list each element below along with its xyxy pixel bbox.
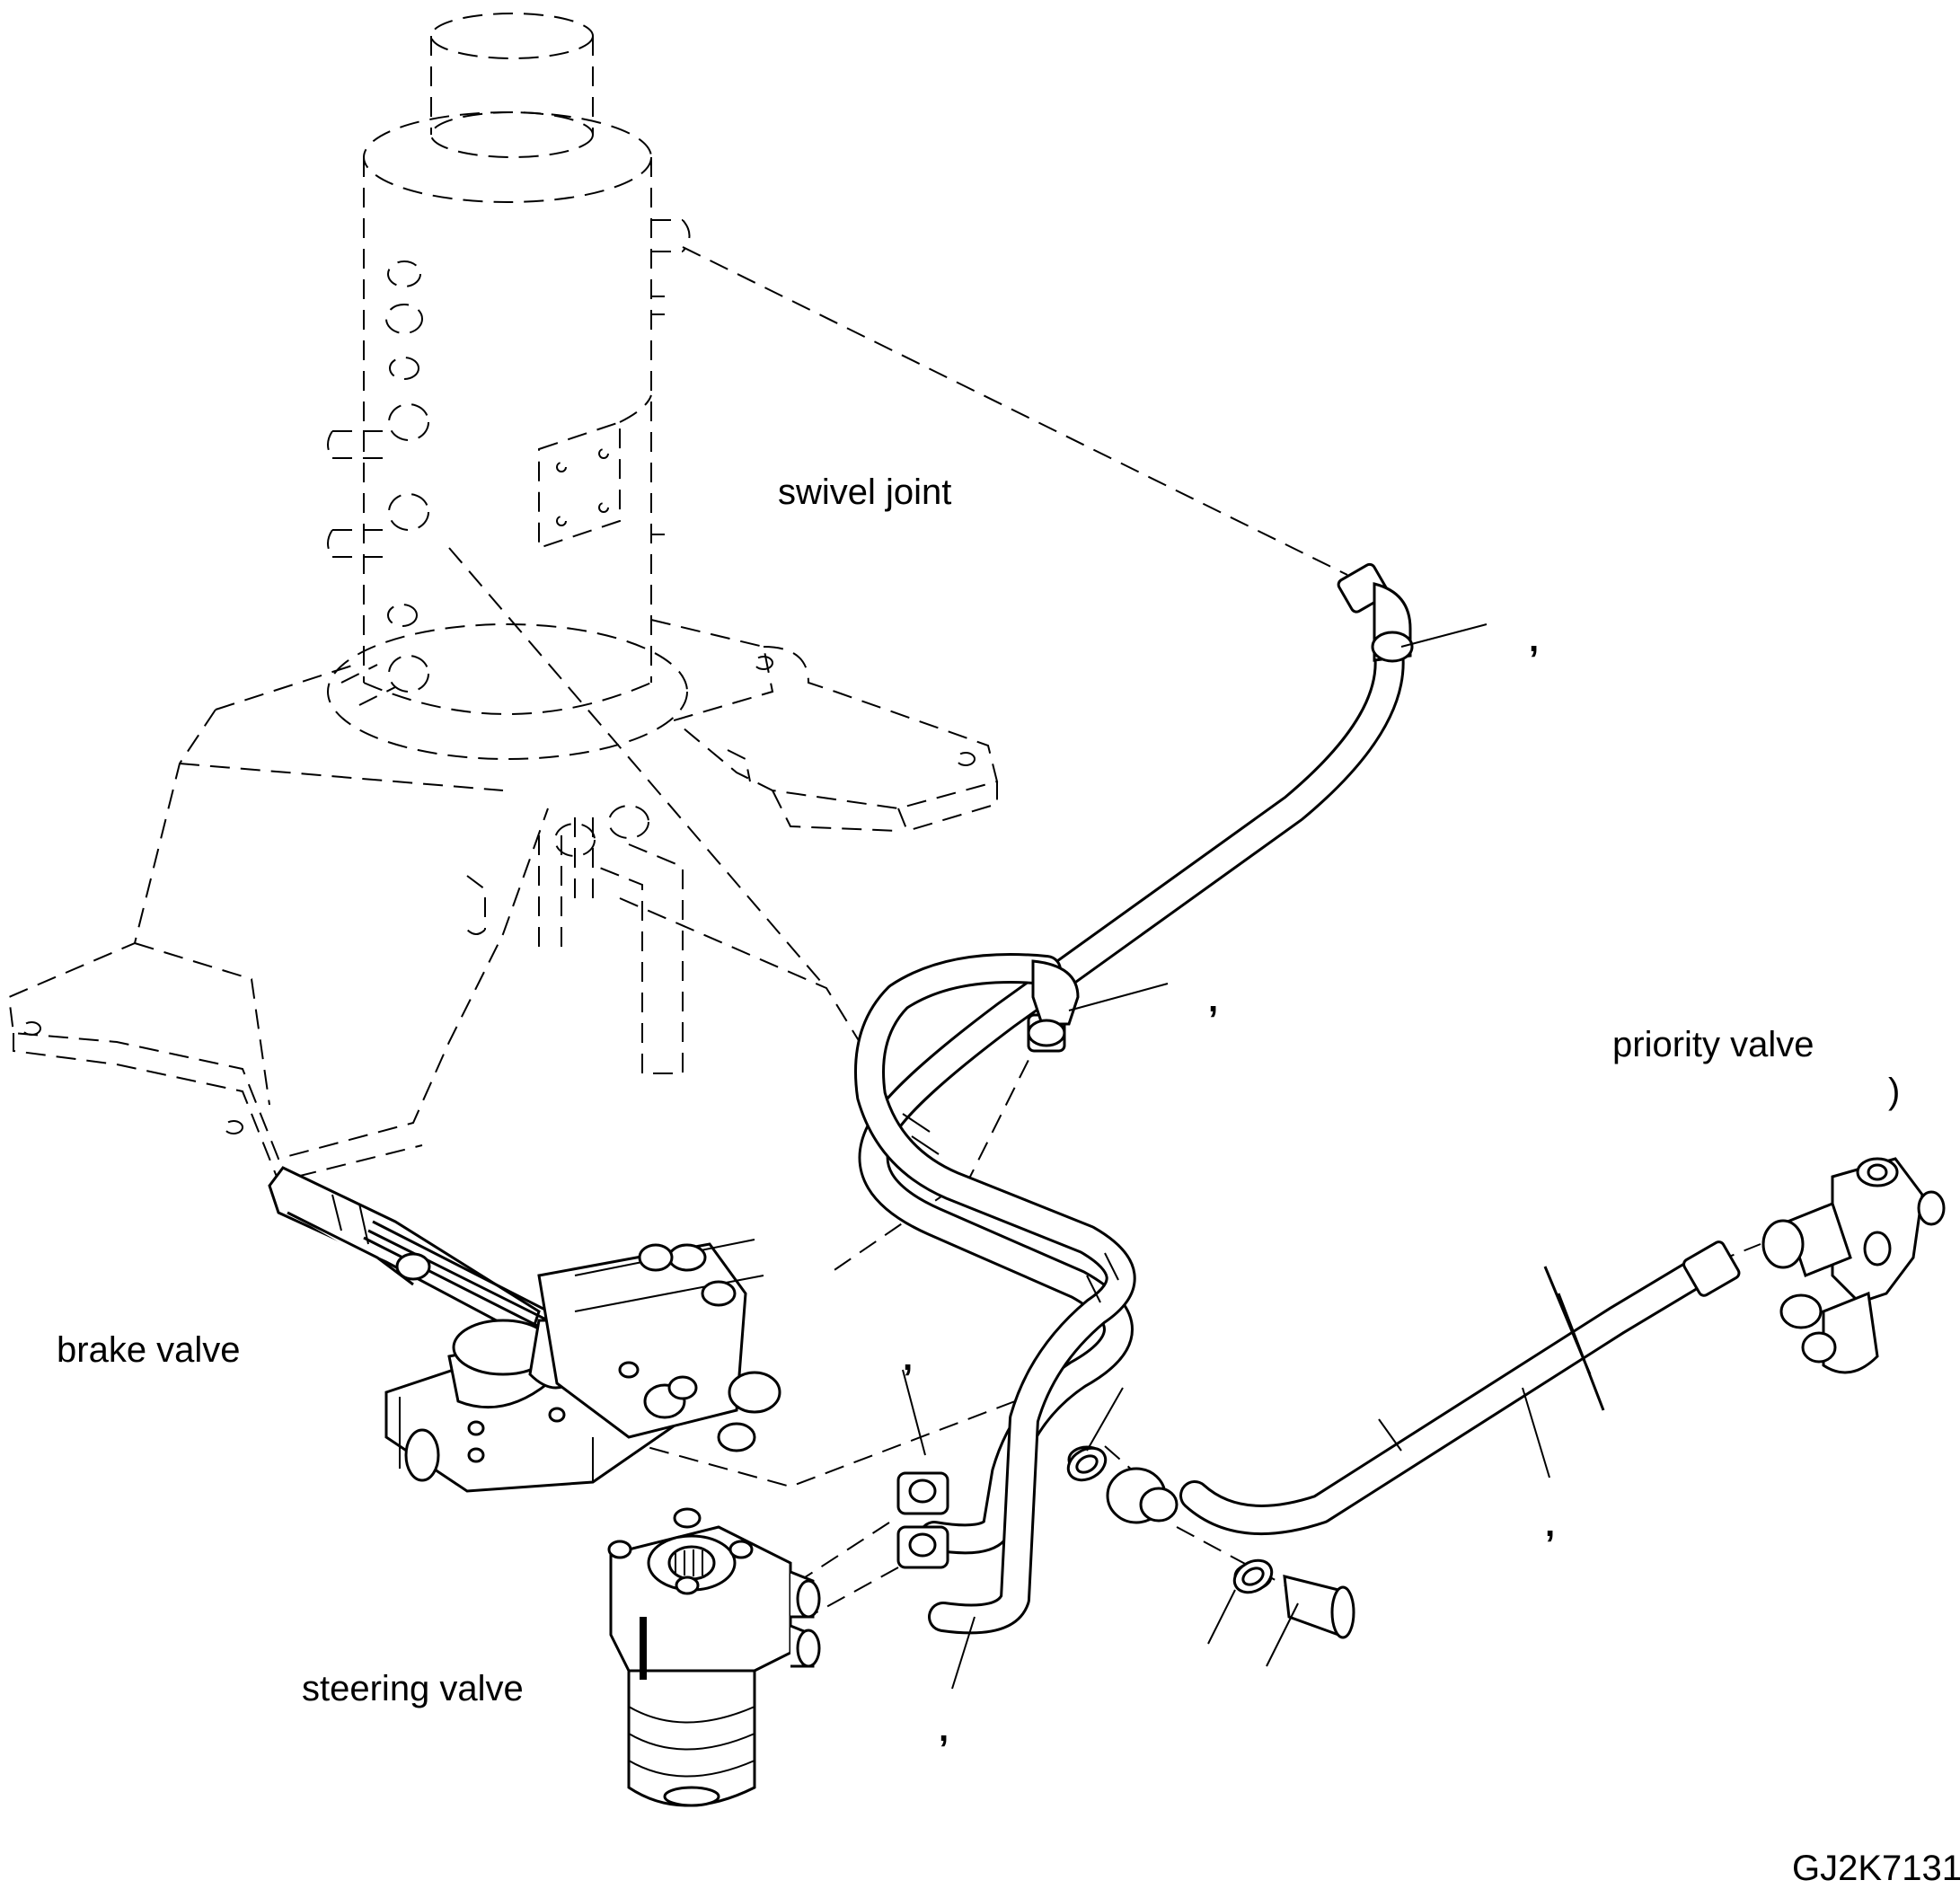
part-callout-paren: ): [1888, 1072, 1901, 1111]
frame-bracket-outline: [7, 619, 999, 1183]
brake-valve-label: brake valve: [57, 1330, 241, 1370]
steering-valve-drawing: [607, 1507, 821, 1807]
o-rings: [1066, 1446, 1274, 1594]
hose-assemblies: [854, 631, 1722, 1635]
swivel-joint-label: swivel joint: [778, 472, 952, 512]
part-callout-comma: ,: [939, 1709, 949, 1749]
figure-code: GJ2K7131: [1792, 1849, 1960, 1888]
part-callout-comma: ,: [1545, 1505, 1556, 1544]
priority-valve-label: priority valve: [1612, 1025, 1814, 1064]
part-callout-comma: ,: [1529, 620, 1540, 659]
swivel-joint-outline: [327, 13, 691, 760]
steering-valve-label: steering valve: [302, 1669, 524, 1708]
part-callout-comma: ,: [903, 1338, 914, 1378]
priority-valve-drawing: [1761, 1157, 1946, 1374]
brake-valve-drawing: [268, 1166, 781, 1493]
part-callout-comma: ,: [1208, 980, 1219, 1020]
part-leaders: [902, 623, 1550, 1690]
